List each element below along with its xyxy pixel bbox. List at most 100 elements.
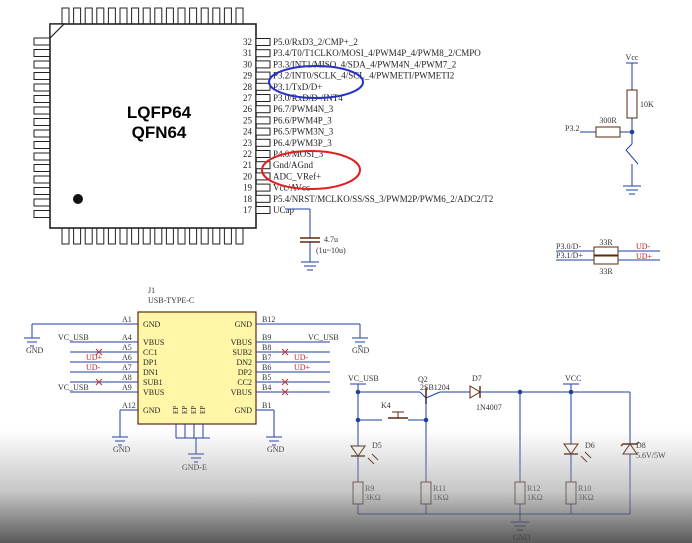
connector-net-label: VC_USB xyxy=(308,333,339,342)
connector-pin-number: A7 xyxy=(122,363,132,372)
d7-ref: D7 xyxy=(472,374,482,383)
connector-net-label: VC_USB xyxy=(58,383,89,392)
connector-pin-name: GND xyxy=(235,320,253,329)
d7-part: 1N4007 xyxy=(476,403,502,412)
connector-pin-number: B7 xyxy=(262,353,271,362)
connector-net-label: UD+ xyxy=(86,353,103,362)
vc-usb-label: VC_USB xyxy=(348,374,379,383)
mcu-left-pin xyxy=(33,118,51,126)
mcu-bottom-pin xyxy=(142,227,151,245)
mcu-pin-number: 30 xyxy=(243,59,253,69)
connector-pin-number: B8 xyxy=(262,343,271,352)
connector-pin-number: A5 xyxy=(122,343,132,352)
mcu-bottom-pin xyxy=(177,227,186,245)
q2-part: 2SB1204 xyxy=(420,383,450,392)
mcu-left-pin xyxy=(33,152,51,161)
pin1-dot xyxy=(73,194,83,204)
mcu-pin-label: P5.0/RxD3_2/CMP+_2 xyxy=(273,37,358,47)
q2-ref: Q2 xyxy=(418,375,428,384)
reset-r-series: 300R xyxy=(599,116,617,125)
mcu-right-pin xyxy=(255,206,271,214)
mcu-bottom-pin xyxy=(119,227,128,245)
connector-right-pins: B12GNDB9VBUSVC_USBB8SUB2B7DN2UD-B6DP2UD+… xyxy=(231,315,339,415)
mcu-left-pin xyxy=(33,210,51,218)
mcu-right-pin xyxy=(255,194,271,203)
mcu-pin-label: P4.0/MOSI_3 xyxy=(273,149,324,159)
connector-pin-name: VBUS xyxy=(231,338,252,347)
mcu-right-pin xyxy=(255,60,271,69)
d8-ref: D8 xyxy=(636,441,646,450)
package-label-2: QFN64 xyxy=(132,123,187,142)
mcu-left-pin xyxy=(33,72,51,80)
r10-value: 3KΩ xyxy=(578,493,594,502)
connector-pin-number: B12 xyxy=(262,315,275,324)
connector-pin-number: A1 xyxy=(122,315,132,324)
mcu-right-pin xyxy=(255,183,271,192)
connector-net-label: UD+ xyxy=(294,363,311,372)
mcu-bottom-pin xyxy=(212,227,221,245)
mcu-pin-label: ADC_VRef+ xyxy=(273,171,321,181)
ep-pin-label: EP xyxy=(181,406,189,414)
mcu-pin-number: 26 xyxy=(243,104,253,114)
connector-pin-number: A4 xyxy=(122,333,132,342)
r10-ref: R10 xyxy=(578,484,591,493)
mcu-pin-number: 18 xyxy=(243,194,253,204)
gnd-label-4: GND xyxy=(267,445,285,454)
d8-part: 5.6V/5W xyxy=(636,451,666,460)
gnd-label-3: GND xyxy=(113,445,131,454)
mcu-pin-label: P3.4/T0/T1CLKO/MOSI_4/PWM4P_4/PWM8_2/CMP… xyxy=(273,48,481,58)
ucap-capacitor xyxy=(285,208,320,271)
mcu-top-pin xyxy=(84,7,93,25)
connector-pin-number: B5 xyxy=(262,373,271,382)
mcu-bottom-pin xyxy=(189,227,198,245)
mcu-top-pin xyxy=(177,7,186,25)
mcu-left-pin xyxy=(33,60,51,69)
connector-pin-name: DN2 xyxy=(236,358,252,367)
mcu-top-pin xyxy=(119,7,128,25)
no-connect-mark xyxy=(95,348,103,356)
mcu-pin-label: P3.2/INT0/SCLK_4/SCL_4/PWMETI/PWMETI2 xyxy=(273,71,454,81)
mcu-pin-number: 27 xyxy=(243,93,253,103)
mcu-body xyxy=(49,23,257,229)
usb-net-dplus: P3.1/D+ xyxy=(556,251,583,260)
mcu-pin-number: 22 xyxy=(243,149,252,159)
mcu-left-pins xyxy=(33,37,51,218)
usb-r2-value: 33R xyxy=(599,267,613,276)
r9-value: 3KΩ xyxy=(365,493,381,502)
connector-pin-name: VBUS xyxy=(231,388,252,397)
mcu-right-pin xyxy=(255,105,271,114)
mcu-pin-number: 21 xyxy=(243,160,252,170)
connector-ref: J1 xyxy=(148,286,155,295)
mcu-bottom-pin xyxy=(84,227,93,245)
connector-pin-name: GND xyxy=(143,320,161,329)
cap-range: (1u~10u) xyxy=(316,246,346,255)
no-connect-mark xyxy=(95,378,103,386)
r12-ref: R12 xyxy=(527,484,540,493)
connector-net-label: UD- xyxy=(294,353,309,362)
mcu-bottom-pin xyxy=(107,227,116,245)
mcu-top-pin xyxy=(165,7,174,25)
mcu-top-pin xyxy=(131,7,140,25)
mcu-bottom-pin xyxy=(154,227,163,245)
d6-ref: D6 xyxy=(585,441,595,450)
blue-highlight-ellipse xyxy=(268,65,364,99)
connector-pin-name: DP2 xyxy=(238,368,252,377)
usb-c-connector-body xyxy=(137,311,257,425)
power-gnd-label: GND xyxy=(513,533,531,542)
mcu-top-pin xyxy=(107,7,116,25)
connector-pin-name: SUB2 xyxy=(232,348,252,357)
mcu-pin-label: P3.3/INT1/MISO_4/SDA_4/PWM4N_4/PWM7_2 xyxy=(273,59,456,69)
r12-value: 1KΩ xyxy=(527,493,543,502)
no-connect-mark xyxy=(281,348,289,356)
usb-r1-value: 33R xyxy=(599,238,613,247)
mcu-right-pin xyxy=(255,49,271,58)
connector-pin-name: SUB1 xyxy=(143,378,163,387)
mcu-right-pin xyxy=(255,38,271,46)
mcu-pin-number: 28 xyxy=(243,82,253,92)
usb-net-dminus: P3.0/D- xyxy=(556,242,581,251)
mcu-pin-number: 17 xyxy=(243,205,253,215)
connector-pin-number: A8 xyxy=(122,373,132,382)
no-connect-mark xyxy=(281,378,289,386)
